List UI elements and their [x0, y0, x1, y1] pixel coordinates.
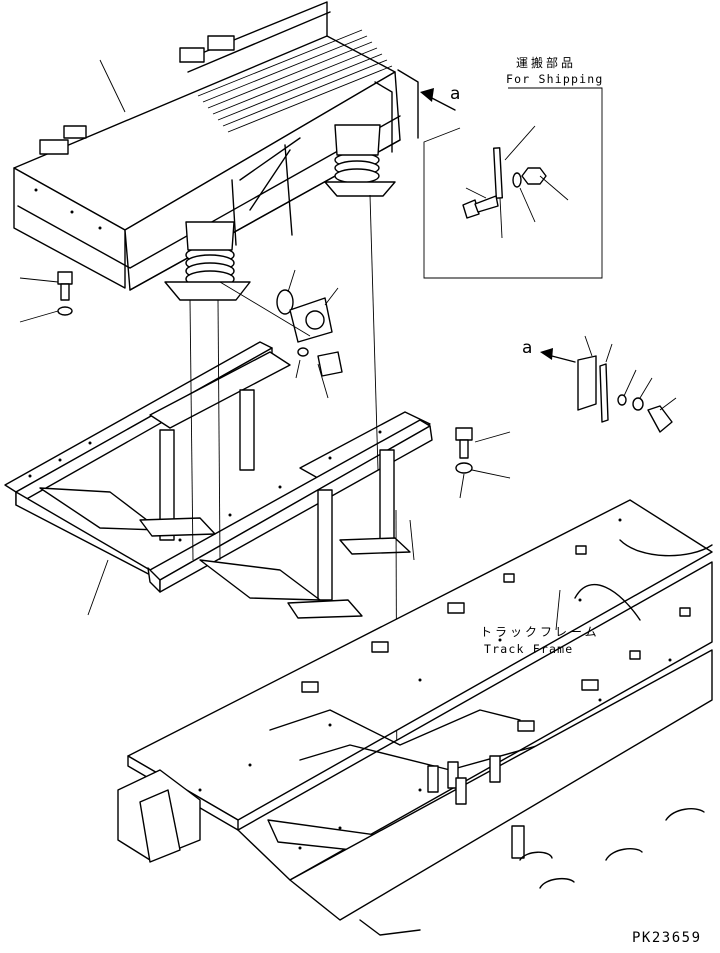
track-frame-label-jp: トラックフレーム: [480, 625, 600, 639]
hydraulic-block: [219, 269, 343, 399]
shipping-parts-box: [420, 87, 603, 279]
shipping-label-jp: 運搬部品: [516, 56, 577, 70]
shipping-label-en: For Shipping: [506, 72, 604, 86]
view-ref-a-right: a: [522, 338, 533, 358]
spring-rear: [324, 124, 396, 197]
bolt-holes: [28, 188, 622, 792]
middle-support-frame: [4, 194, 433, 821]
middle-bolt-washer: [455, 427, 511, 499]
louvers: [197, 29, 393, 133]
track-frame: [117, 499, 713, 936]
view-ref-a-top: a: [450, 84, 461, 104]
track-frame-label-en: Track Frame: [484, 642, 574, 656]
left-bolt-washer: [19, 271, 73, 323]
spring-front: [164, 221, 251, 301]
upper-box-assembly: [13, 1, 419, 301]
drawing-number: PK23659: [632, 930, 702, 946]
view-a-parts: [540, 335, 677, 433]
